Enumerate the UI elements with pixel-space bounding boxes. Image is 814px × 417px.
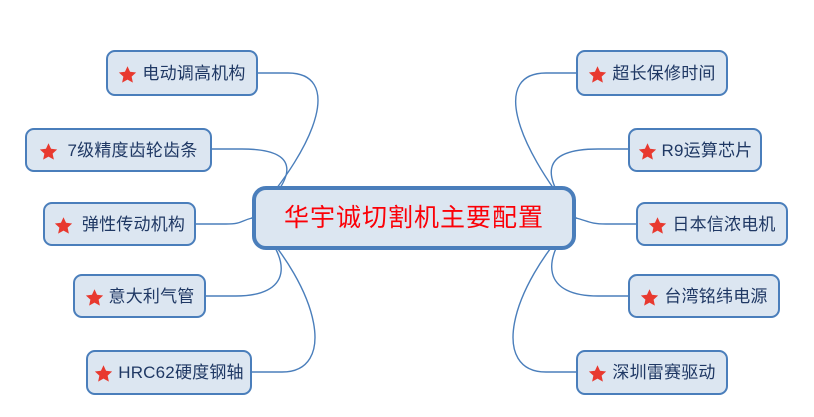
branch-node-left-4[interactable]: 意大利气管 — [73, 274, 206, 318]
connector-right-3 — [575, 217, 636, 225]
branch-node-right-5[interactable]: 深圳雷赛驱动 — [576, 350, 728, 395]
branch-label: 电动调高机构 — [142, 63, 246, 83]
branch-label: HRC62硬度钢轴 — [118, 363, 244, 382]
branch-label: 弹性传动机构 — [81, 214, 186, 234]
branch-node-right-4[interactable]: 台湾铭纬电源 — [628, 274, 780, 318]
branch-node-left-2[interactable]: 7级精度齿轮齿条 — [25, 128, 212, 172]
branch-node-left-3[interactable]: 弹性传动机构 — [43, 202, 196, 246]
star-icon — [39, 142, 58, 161]
branch-node-left-1[interactable]: 电动调高机构 — [106, 50, 258, 96]
branch-label: 台湾铭纬电源 — [664, 286, 768, 306]
branch-label: 意大利气管 — [108, 286, 195, 306]
star-icon — [648, 216, 667, 235]
branch-label: 深圳雷赛驱动 — [612, 363, 716, 382]
star-icon — [94, 364, 113, 383]
star-icon — [640, 288, 659, 307]
branch-label: 7级精度齿轮齿条 — [67, 140, 198, 160]
star-icon — [85, 288, 104, 307]
branch-node-right-2[interactable]: R9运算芯片 — [628, 128, 762, 172]
branch-label: R9运算芯片 — [661, 140, 753, 160]
center-node-label: 华宇诚切割机主要配置 — [283, 203, 544, 232]
center-node[interactable]: 华宇诚切割机主要配置 — [252, 186, 576, 250]
star-icon — [638, 142, 657, 161]
star-icon — [588, 364, 607, 383]
branch-label: 超长保修时间 — [612, 63, 716, 83]
star-icon — [54, 216, 73, 235]
star-icon — [118, 65, 137, 84]
branch-node-right-3[interactable]: 日本信浓电机 — [636, 202, 788, 246]
star-icon — [588, 65, 607, 84]
branch-label: 日本信浓电机 — [672, 214, 776, 234]
branch-node-right-1[interactable]: 超长保修时间 — [576, 50, 728, 96]
branch-node-left-5[interactable]: HRC62硬度钢轴 — [86, 350, 252, 395]
connector-left-3 — [196, 217, 253, 225]
